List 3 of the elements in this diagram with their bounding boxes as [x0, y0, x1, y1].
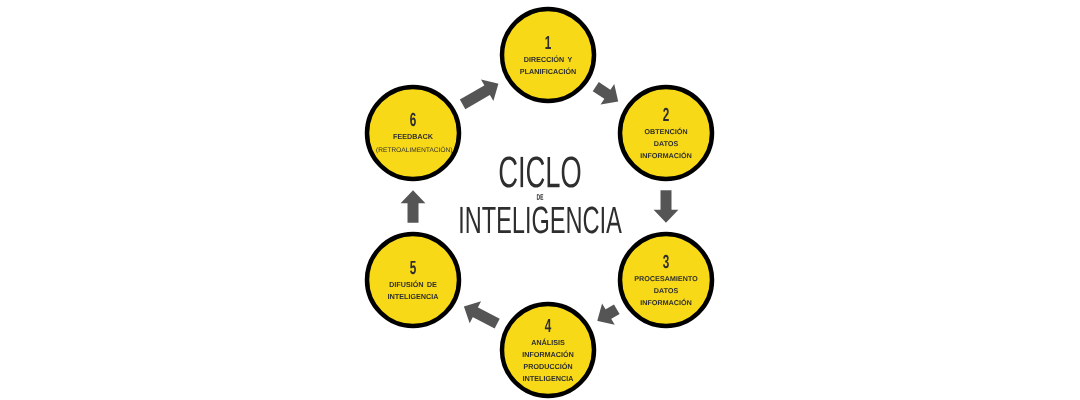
title-text: INTELIGENCIA — [460, 206, 622, 234]
title-text: CICLO — [499, 156, 581, 188]
title-text: DE — [536, 194, 544, 200]
